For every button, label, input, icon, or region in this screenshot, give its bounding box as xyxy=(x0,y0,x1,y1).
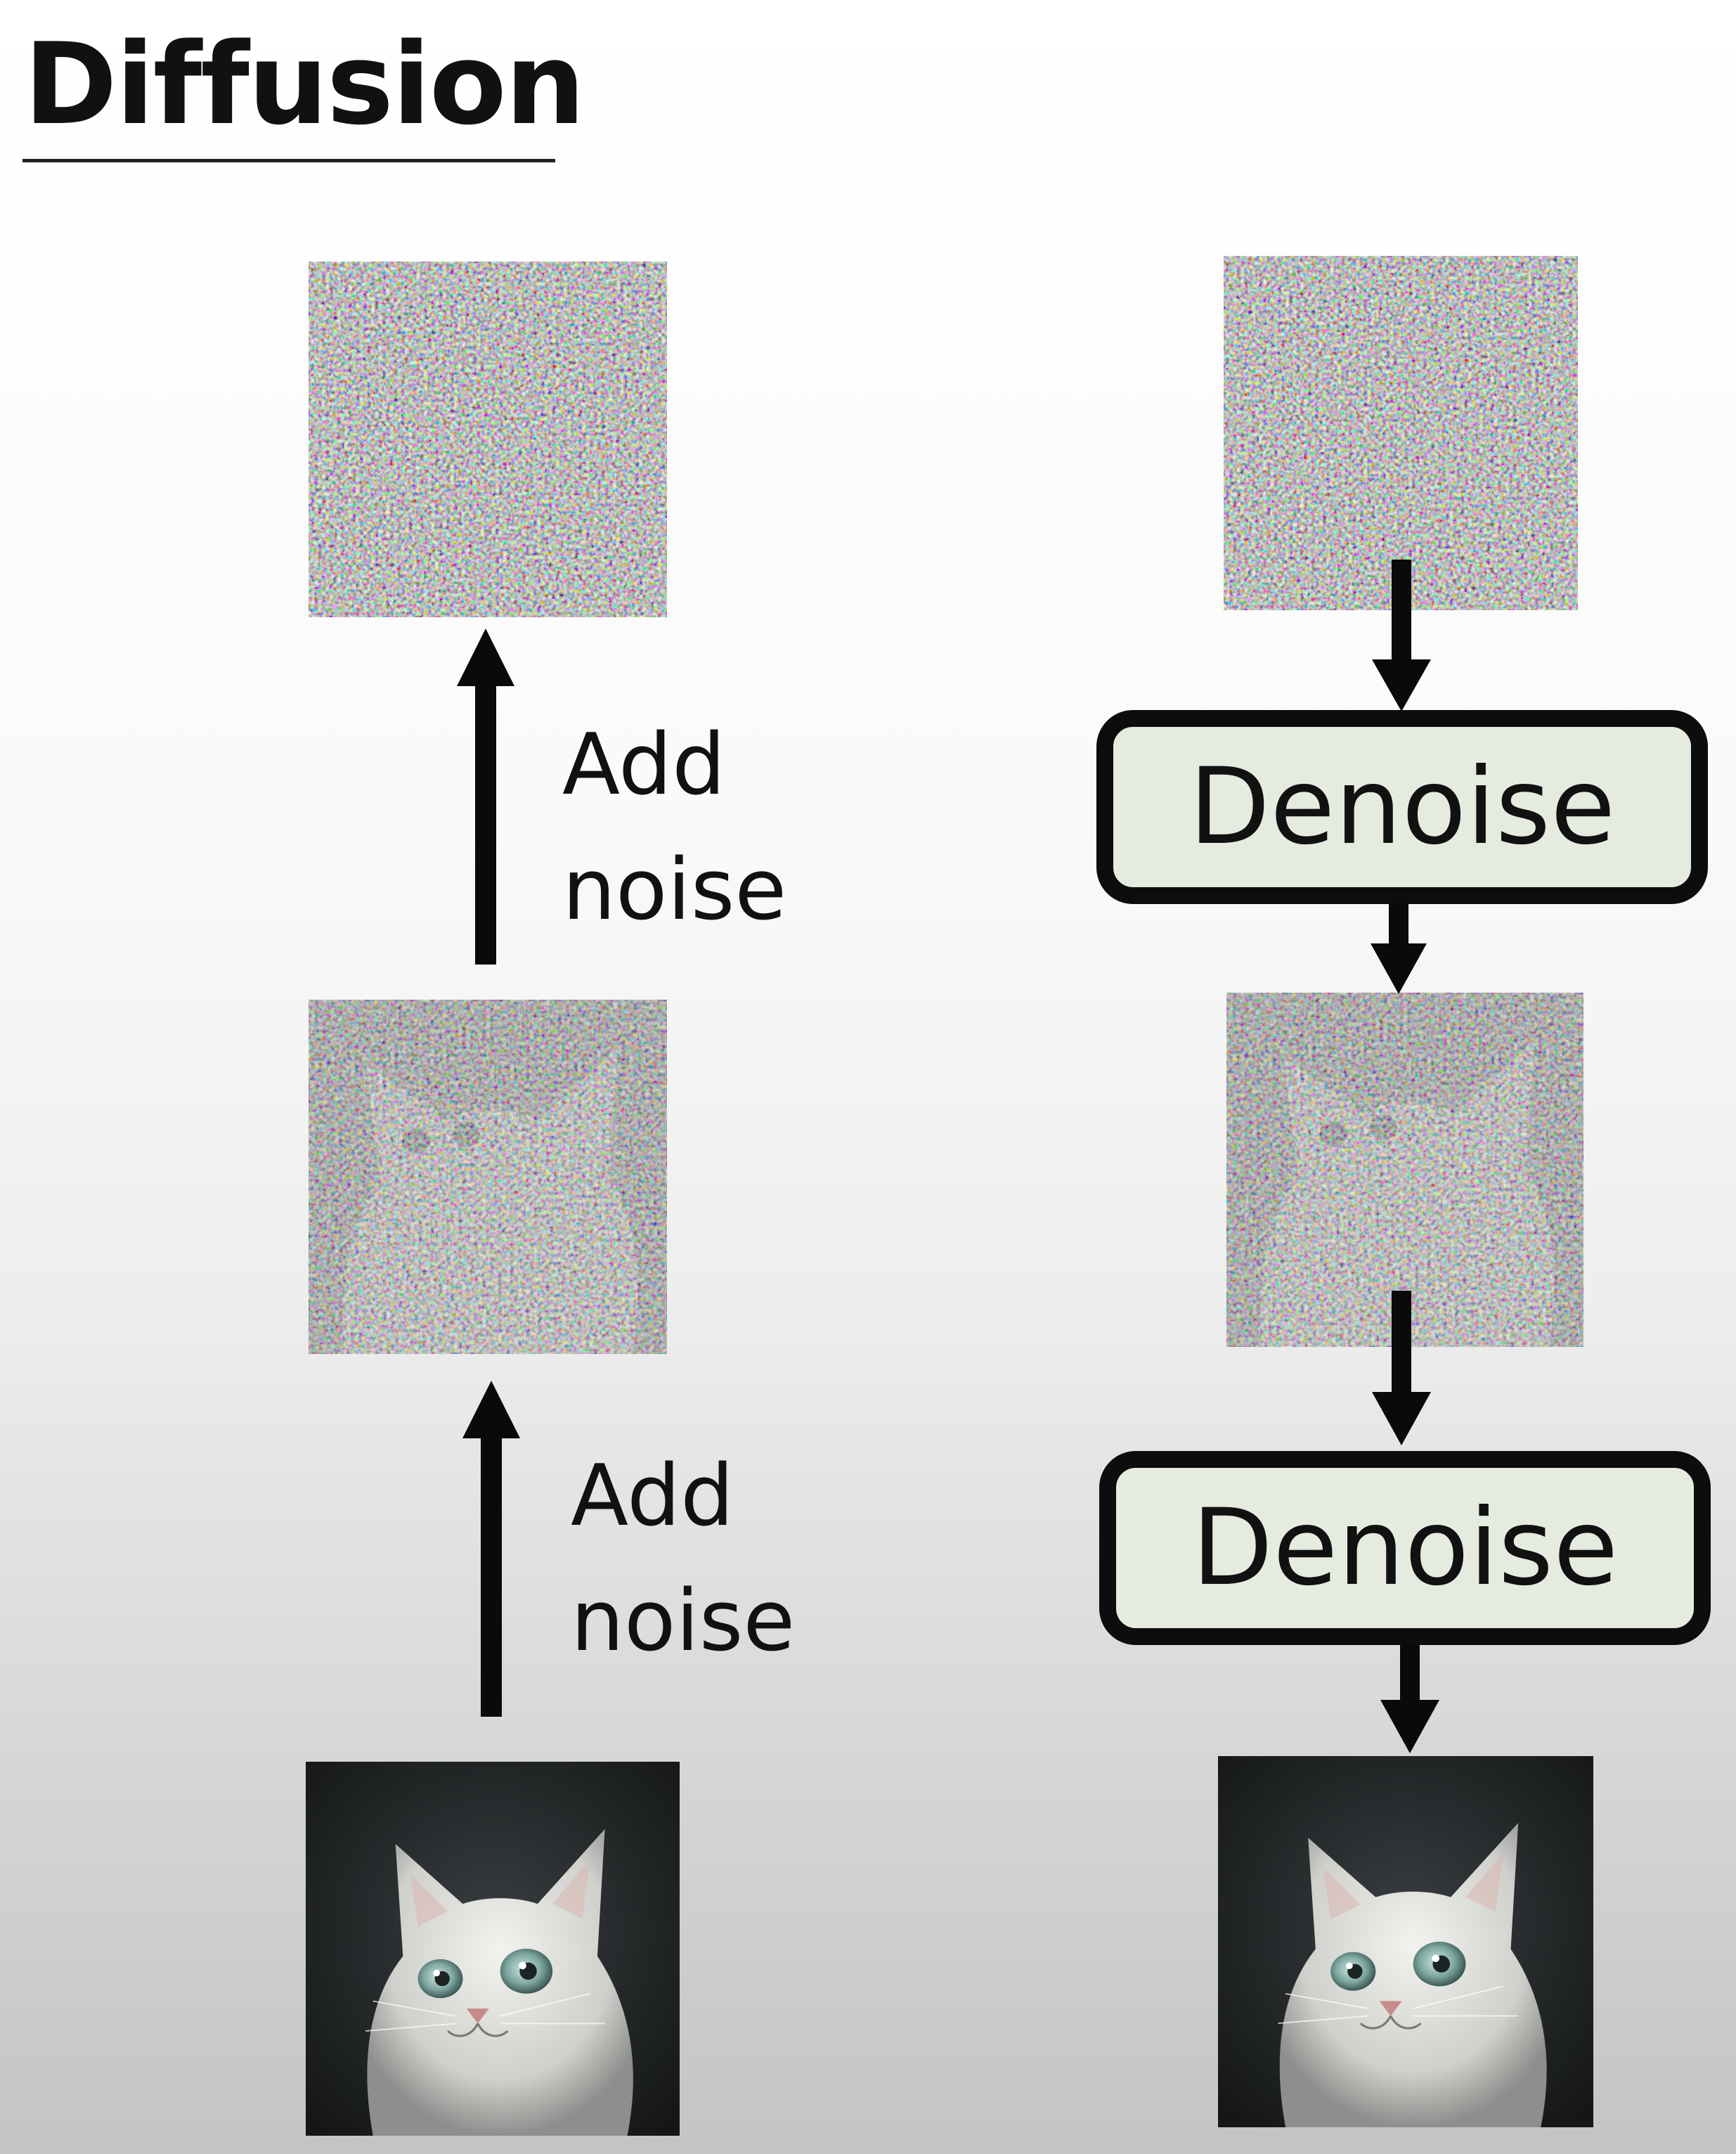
denoise-label-lower: Denoise xyxy=(1191,1487,1619,1609)
page-title: Diffusion xyxy=(24,18,585,150)
add-noise-label-upper-line-1: Add xyxy=(562,716,726,814)
up-arrow-lower xyxy=(462,1381,520,1717)
denoise-label-upper: Denoise xyxy=(1188,746,1616,868)
add-noise-label-upper-line-2: noise xyxy=(562,841,787,939)
add-noise-label-upper: Add noise xyxy=(562,703,786,953)
noise-image xyxy=(309,262,667,617)
add-noise-label-lower-line-1: Add xyxy=(571,1447,734,1545)
down-arrow-2 xyxy=(1371,904,1427,994)
denoise-box-lower: Denoise xyxy=(1099,1451,1711,1645)
up-arrow-upper xyxy=(457,628,514,965)
down-arrow-4 xyxy=(1380,1645,1439,1753)
cat-image xyxy=(306,1762,680,2136)
denoise-box-upper: Denoise xyxy=(1096,710,1708,904)
denoised-cat-image xyxy=(1218,1756,1593,2127)
title-underline xyxy=(22,159,555,162)
partially-denoised-cat-image xyxy=(1226,993,1583,1347)
add-noise-label-lower: Add noise xyxy=(571,1434,795,1684)
partially-noised-cat-image xyxy=(309,1000,667,1354)
add-noise-label-lower-line-2: noise xyxy=(571,1573,796,1670)
noise-image-reverse xyxy=(1224,256,1578,610)
